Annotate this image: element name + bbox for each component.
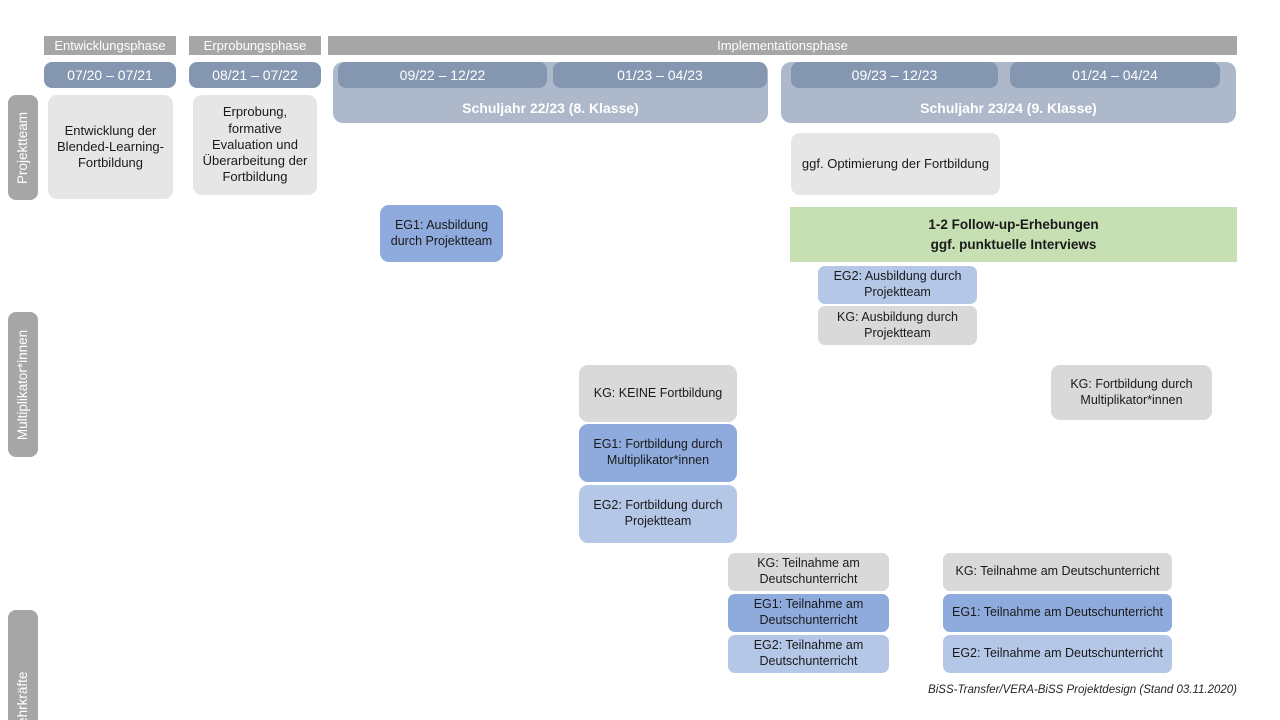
box-kg-ausbildung-projektteam: KG: Ausbildung durch Projektteam: [818, 306, 977, 345]
box-erprobung-evaluation: Erprobung, formative Evaluation und Über…: [193, 95, 317, 195]
phase-header-implementationsphase: Implementationsphase: [328, 36, 1237, 55]
footer-caption: BiSS-Transfer/VERA-BiSS Projektdesign (S…: [928, 684, 1237, 696]
box-eg1-teilnahme-1: EG1: Teilnahme am Deutschunterricht: [728, 594, 889, 632]
box-entwicklung-fortbildung: Entwicklung der Blended-Learning-Fortbil…: [48, 95, 173, 199]
box-eg1-teilnahme-2: EG1: Teilnahme am Deutschunterricht: [943, 594, 1172, 632]
box-kg-keine-fortbildung: KG: KEINE Fortbildung: [579, 365, 737, 422]
box-eg2-fortbildung-projektteam: EG2: Fortbildung durch Projektteam: [579, 485, 737, 543]
bar-followup-erhebungen: 1-2 Follow-up-Erhebungen ggf. punktuelle…: [790, 207, 1237, 262]
box-kg-teilnahme-1: KG: Teilnahme am Deutschunterricht: [728, 553, 889, 591]
phase-header-entwicklungsphase: Entwicklungsphase: [44, 36, 176, 55]
box-optimierung-fortbildung: ggf. Optimierung der Fortbildung: [791, 133, 1000, 195]
box-eg1-fortbildung-multiplikatoren: EG1: Fortbildung durch Multiplikator*inn…: [579, 424, 737, 482]
box-kg-fortbildung-multiplikatoren: KG: Fortbildung durch Multiplikator*inne…: [1051, 365, 1212, 420]
row-label-lehrkraefte: Lehrkräfte: [8, 610, 38, 720]
date-pill-0821-0722: 08/21 – 07/22: [189, 62, 321, 88]
box-eg2-teilnahme-2: EG2: Teilnahme am Deutschunterricht: [943, 635, 1172, 673]
box-eg2-ausbildung-projektteam: EG2: Ausbildung durch Projektteam: [818, 266, 977, 304]
row-label-projektteam: Projektteam: [8, 95, 38, 200]
date-pill-0123-0423: 01/23 – 04/23: [553, 62, 767, 88]
date-pill-0922-1222: 09/22 – 12/22: [338, 62, 547, 88]
phase-header-erprobungsphase: Erprobungsphase: [189, 36, 321, 55]
box-eg1-ausbildung-projektteam: EG1: Ausbildung durch Projektteam: [380, 205, 503, 262]
box-eg2-teilnahme-1: EG2: Teilnahme am Deutschunterricht: [728, 635, 889, 673]
date-pill-0923-1223: 09/23 – 12/23: [791, 62, 998, 88]
row-label-multiplikatoren: Multiplikator*innen: [8, 312, 38, 457]
date-pill-0124-0424: 01/24 – 04/24: [1010, 62, 1220, 88]
date-pill-0720-0721: 07/20 – 07/21: [44, 62, 176, 88]
box-kg-teilnahme-2: KG: Teilnahme am Deutschunterricht: [943, 553, 1172, 591]
